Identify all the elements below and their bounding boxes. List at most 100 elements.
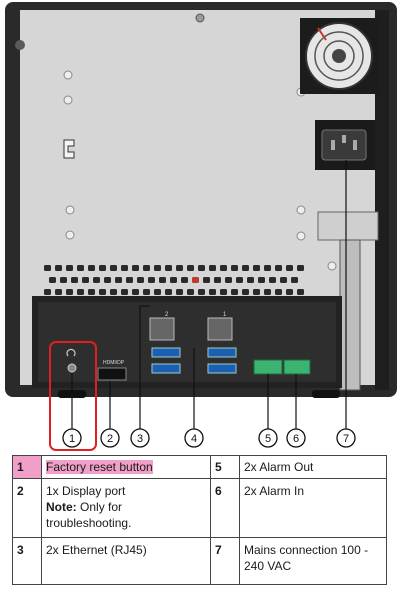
alarm-in-terminal[interactable] (283, 359, 311, 375)
legend-description: 1x Display port Note: Only for troublesh… (41, 478, 211, 538)
callout-circle (258, 428, 278, 448)
legend-number: 1 (12, 455, 42, 479)
usb-port[interactable] (151, 347, 181, 358)
vent-hole (115, 277, 122, 283)
screw (15, 40, 25, 50)
callout-number: 7 (343, 433, 349, 445)
vent-hole (297, 289, 304, 295)
legend-description: 2x Alarm In (239, 478, 387, 538)
legend-description: Factory reset button (41, 455, 211, 479)
vent-hole (236, 277, 243, 283)
vent-hole (110, 265, 117, 271)
foot (312, 390, 340, 398)
callout-circle (286, 428, 306, 448)
vent-hole (121, 265, 128, 271)
screw (327, 261, 337, 271)
vent-hole (154, 289, 161, 295)
legend-row: 1 Factory reset button 5 2x Alarm Out (12, 455, 387, 479)
vent-hole (198, 265, 205, 271)
usb-port[interactable] (207, 347, 237, 358)
callout-number: 3 (137, 433, 143, 445)
legend-description: 2x Ethernet (RJ45) (41, 537, 211, 585)
vent-hole (225, 277, 232, 283)
vent-hole (66, 265, 73, 271)
callout-leaders (71, 160, 347, 430)
vent-hole (209, 265, 216, 271)
vent-hole (77, 289, 84, 295)
vent-hole (104, 277, 111, 283)
power-pin (342, 135, 346, 143)
callout-circle (130, 428, 150, 448)
vent-hole (71, 277, 78, 283)
note-text: Only for troubleshooting. (46, 500, 132, 530)
vent-hole (264, 265, 271, 271)
vent-hole (154, 265, 161, 271)
vent-hole (187, 265, 194, 271)
lock-slot-bracket (63, 139, 75, 159)
screw (296, 231, 306, 241)
vent-hole (170, 277, 177, 283)
vent-hole (55, 289, 62, 295)
vent-hole (297, 265, 304, 271)
legend-row: 3 2x Ethernet (RJ45) 7 Mains connection … (12, 537, 387, 585)
vent-hole (165, 289, 172, 295)
legend-description: Mains connection 100 - 240 VAC (239, 537, 387, 585)
vent-hole (214, 277, 221, 283)
vent-hole (231, 289, 238, 295)
vent-hole (242, 289, 249, 295)
vent-hole (275, 289, 282, 295)
screw (296, 205, 306, 215)
vent-hole (126, 277, 133, 283)
callout-circle (184, 428, 204, 448)
vent-hole (242, 265, 249, 271)
callout-circle (336, 428, 356, 448)
vent-hole (258, 277, 265, 283)
vent-hole (66, 289, 73, 295)
screw (195, 13, 205, 23)
vent-hole (220, 265, 227, 271)
side-rail (375, 10, 389, 390)
screw (63, 70, 73, 80)
screw (65, 205, 75, 215)
vent-holes (44, 265, 304, 295)
factory-reset-button[interactable] (67, 363, 77, 373)
callout-number: 1 (69, 433, 75, 445)
legend-number: 3 (12, 537, 42, 585)
vent-hole (121, 289, 128, 295)
fan-hub (332, 49, 346, 63)
vent-hole (209, 289, 216, 295)
legend-number: 2 (12, 478, 42, 538)
ethernet-port-2[interactable] (149, 317, 175, 341)
vent-hole (187, 289, 194, 295)
reset-symbol-icon (66, 348, 76, 357)
vent-hole (253, 265, 260, 271)
legend-number: 7 (210, 537, 240, 585)
usb-port[interactable] (151, 363, 181, 374)
ethernet-port-1[interactable] (207, 317, 233, 341)
alarm-out-terminal[interactable] (253, 359, 283, 375)
display-port[interactable] (97, 367, 127, 381)
vent-hole (286, 265, 293, 271)
vent-hole (203, 277, 210, 283)
callout-number: 6 (293, 433, 299, 445)
vent-hole (44, 289, 51, 295)
vent-hole (55, 265, 62, 271)
power-inlet-socket (321, 129, 367, 161)
vent-hole (143, 265, 150, 271)
vent-hole (264, 289, 271, 295)
vent-hole (253, 289, 260, 295)
legend-description: 2x Alarm Out (239, 455, 387, 479)
usb-port[interactable] (207, 363, 237, 374)
screw (63, 95, 73, 105)
vent-hole (181, 277, 188, 283)
vent-hole (286, 289, 293, 295)
vent-hole (88, 265, 95, 271)
cable-clip-rail (339, 239, 361, 391)
vent-hole (99, 265, 106, 271)
fan-wire (317, 27, 327, 41)
note-label: Note: (46, 500, 77, 514)
reset-highlight-box (49, 341, 97, 451)
ethernet-port-2-label: 2 (165, 312, 169, 318)
vent-hole (132, 289, 139, 295)
